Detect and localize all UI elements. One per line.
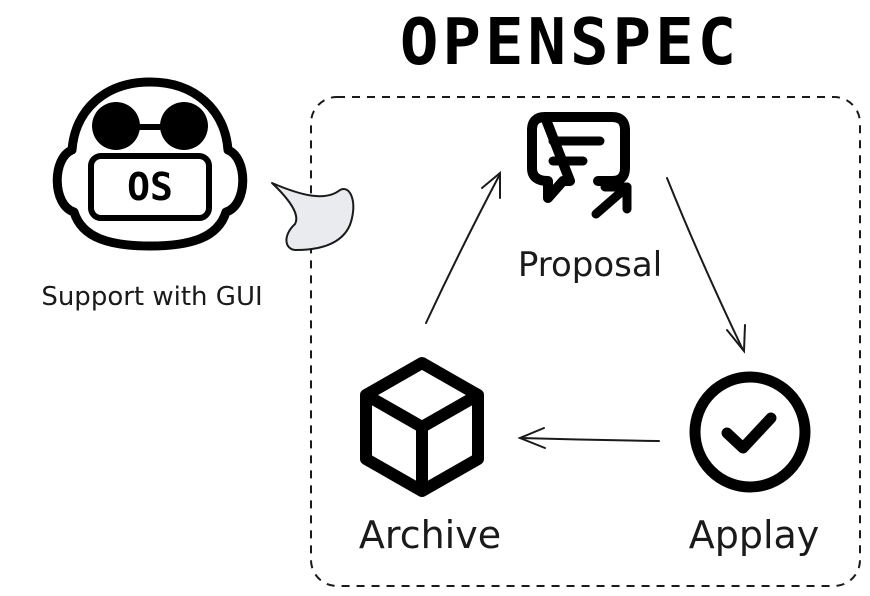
- node-label-apply: Applay: [689, 513, 820, 557]
- os-mascot-logo: OS: [52, 77, 248, 251]
- check-circle-icon: [689, 371, 811, 493]
- logo-caption: Support with GUI: [41, 282, 262, 312]
- diagram-title: OPENSPEC: [400, 6, 740, 80]
- left-lens-icon: [92, 102, 140, 150]
- cube-icon: [360, 357, 484, 497]
- mascot-mask: [88, 153, 212, 221]
- arrow-archive-to-proposal: [425, 170, 501, 324]
- right-lens-icon: [160, 102, 208, 150]
- arrow-proposal-to-apply: [666, 177, 746, 354]
- node-label-archive: Archive: [359, 513, 501, 557]
- message-share-icon: [527, 112, 632, 219]
- node-label-proposal: Proposal: [518, 245, 662, 285]
- glasses-bridge: [138, 124, 162, 130]
- cycle-container: [310, 96, 861, 587]
- speech-bubble-icon: [271, 182, 355, 251]
- mascot-badge-text: OS: [127, 165, 173, 209]
- arrow-apply-to-archive: [517, 427, 660, 449]
